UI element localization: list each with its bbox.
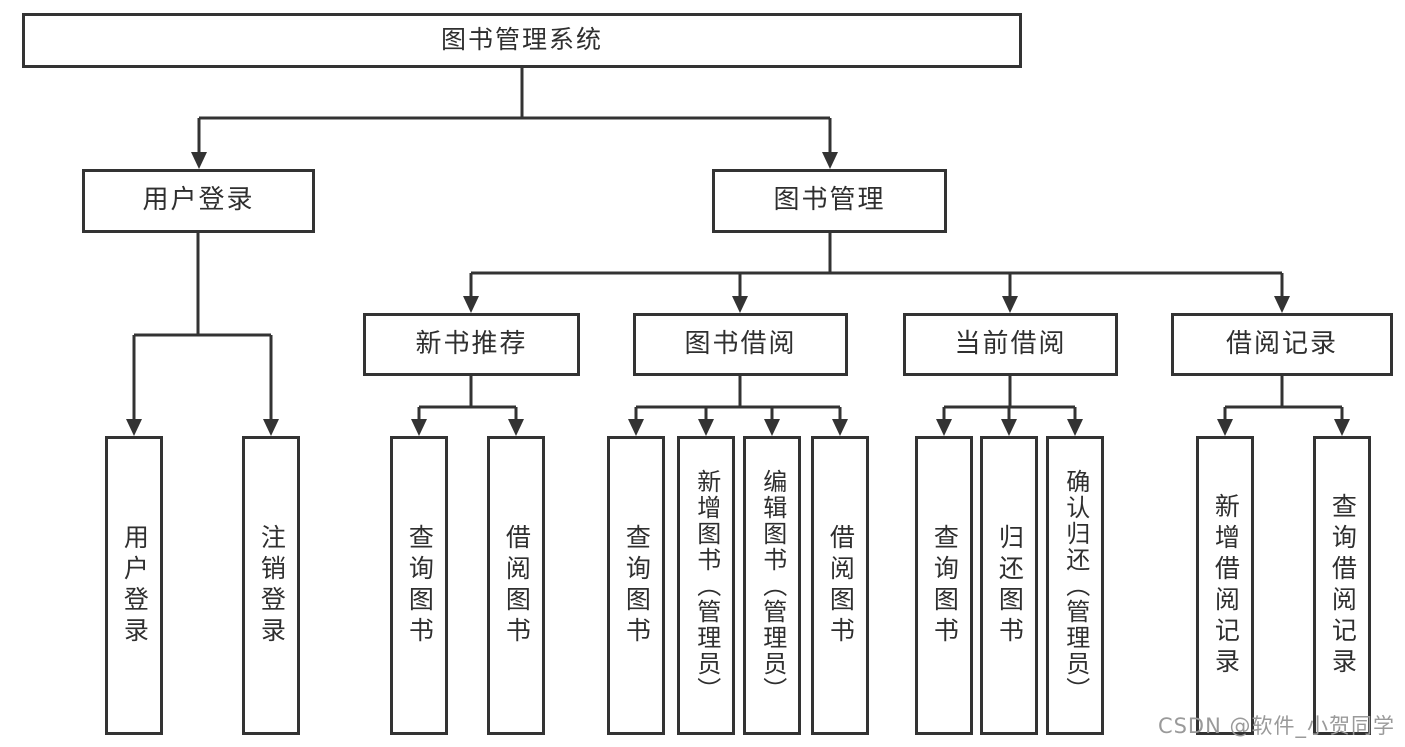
leaf-query-books-3: 查询图书 [915,436,973,735]
node-book-management-branch: 图书管理 [712,169,947,233]
node-label: 当前借阅 [954,328,1067,359]
node-label: 查询图书 [405,523,435,648]
leaf-borrow-books-2: 借阅图书 [811,436,869,735]
node-label: 图书管理 [773,185,886,216]
node-label: 新增借阅记录 [1211,492,1241,679]
node-label: 归还图书 [995,523,1025,648]
node-label: 确认归还（管理员） [1061,468,1090,703]
leaf-user-login: 用户登录 [105,436,163,735]
leaf-edit-books-admin: 编辑图书（管理员） [743,436,801,735]
leaf-add-borrow-record: 新增借阅记录 [1196,436,1254,735]
csdn-watermark: CSDN @软件_小贺同学 [1157,714,1395,738]
leaf-return-books: 归还图书 [980,436,1038,735]
node-label: 图书管理系统 [440,25,603,55]
leaf-logout: 注销登录 [242,436,300,735]
leaf-add-books-admin: 新增图书（管理员） [677,436,735,735]
node-label: 查询借阅记录 [1328,492,1358,679]
node-label: 借阅图书 [502,523,532,648]
node-book-borrowing: 图书借阅 [633,313,848,376]
node-new-book-recommendation: 新书推荐 [363,313,580,376]
node-label: 新书推荐 [415,328,528,359]
node-current-borrowing: 当前借阅 [903,313,1118,376]
node-label: 借阅图书 [826,523,856,648]
node-label: 编辑图书（管理员） [758,468,787,703]
node-label: 图书借阅 [684,328,797,359]
node-label: 注销登录 [257,523,287,648]
node-label: 借阅记录 [1225,328,1338,359]
leaf-query-borrow-record: 查询借阅记录 [1313,436,1371,735]
node-label: 新增图书（管理员） [692,468,721,703]
node-borrowing-records: 借阅记录 [1171,313,1393,376]
node-user-login-branch: 用户登录 [82,169,315,233]
leaf-confirm-return-admin: 确认归还（管理员） [1046,436,1104,735]
node-label: 用户登录 [120,523,150,648]
leaf-borrow-books-1: 借阅图书 [487,436,545,735]
node-library-management-system: 图书管理系统 [22,13,1022,68]
node-label: 查询图书 [930,523,960,648]
node-label: 用户登录 [142,185,255,216]
leaf-query-books-2: 查询图书 [607,436,665,735]
leaf-query-books-1: 查询图书 [390,436,448,735]
node-label: 查询图书 [622,523,652,648]
